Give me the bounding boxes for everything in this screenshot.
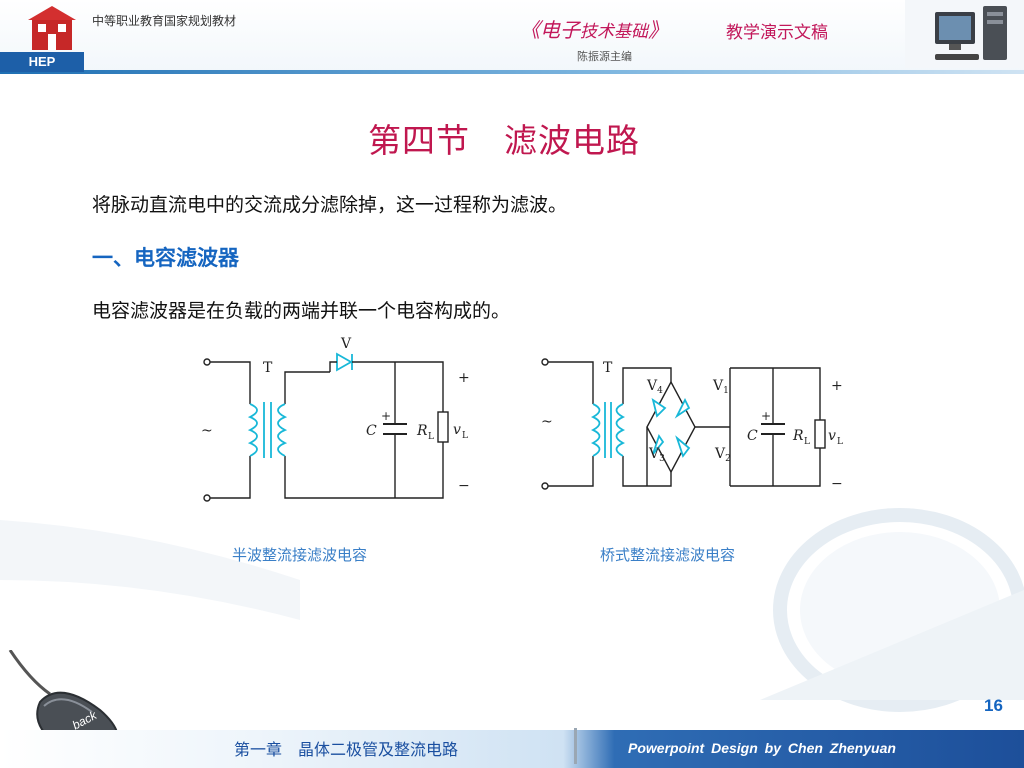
editor-text: 陈振源主编	[577, 50, 632, 63]
vout-label: v	[453, 422, 461, 438]
computer-icon	[905, 0, 1024, 68]
section-title: 第四节 滤波电路	[368, 121, 640, 160]
cap-plus-label: +	[381, 409, 391, 423]
footer-credit: Powerpoint Design by Chen Zhenyuan	[628, 740, 896, 756]
diode-label: V	[340, 336, 352, 352]
book-title-main: 《电子	[520, 18, 580, 42]
vout-label: v	[828, 428, 836, 444]
footer-chapter: 第一章 晶体二极管及整流电路	[234, 740, 459, 759]
publisher-text: 中等职业教育国家规划教材	[92, 14, 237, 28]
hep-logo-label: HEP	[0, 52, 84, 72]
description-paragraph: 电容滤波器是在负载的两端并联一个电容构成的。	[92, 300, 511, 322]
vout-sub-label: L	[462, 431, 468, 441]
output-minus-label: −	[458, 478, 470, 494]
diode-v3-label: V3	[648, 446, 665, 464]
footer-separator	[574, 728, 577, 764]
half-wave-circuit-diagram: V T ~ + C R L v L + −	[201, 336, 470, 502]
book-title: 《电子技术基础》	[520, 14, 668, 43]
half-wave-caption: 半波整流接滤波电容	[232, 546, 368, 564]
book-title-sub: 技术基础	[580, 22, 648, 42]
sub-heading: 一、电容滤波器	[92, 246, 239, 270]
book-title-close: 》	[648, 18, 668, 42]
output-plus-label: +	[831, 378, 843, 394]
load-label: R	[792, 428, 804, 444]
cap-plus-label: +	[761, 409, 771, 423]
book-suffix: 教学演示文稿	[726, 23, 828, 43]
transformer-label: T	[263, 360, 273, 376]
capacitor-label: C	[747, 428, 758, 444]
transformer-label: T	[603, 360, 613, 376]
bridge-caption: 桥式整流接滤波电容	[600, 546, 736, 564]
bridge-circuit-diagram: T ~ V4 V1 V3 V2 + C R L v L + −	[541, 358, 843, 492]
output-plus-label: +	[458, 370, 470, 386]
publisher-logo-icon	[28, 6, 76, 50]
diode-v4-label: V4	[646, 378, 663, 396]
capacitor-label: C	[366, 423, 377, 439]
header-divider	[0, 70, 1024, 74]
ac-source-label: ~	[201, 423, 213, 439]
load-label: R	[416, 423, 428, 439]
load-sub-label: L	[428, 432, 434, 442]
page-number: 16	[984, 696, 1003, 715]
load-sub-label: L	[804, 437, 810, 447]
footer-bar	[0, 730, 1024, 768]
ac-source-label: ~	[541, 414, 553, 430]
vout-sub-label: L	[837, 437, 843, 447]
diode-v1-label: V1	[712, 378, 729, 396]
header-bar	[0, 0, 1024, 72]
output-minus-label: −	[831, 476, 843, 492]
definition-paragraph: 将脉动直流电中的交流成分滤除掉，这一过程称为滤波。	[92, 194, 568, 216]
diode-v2-label: V2	[714, 446, 731, 464]
